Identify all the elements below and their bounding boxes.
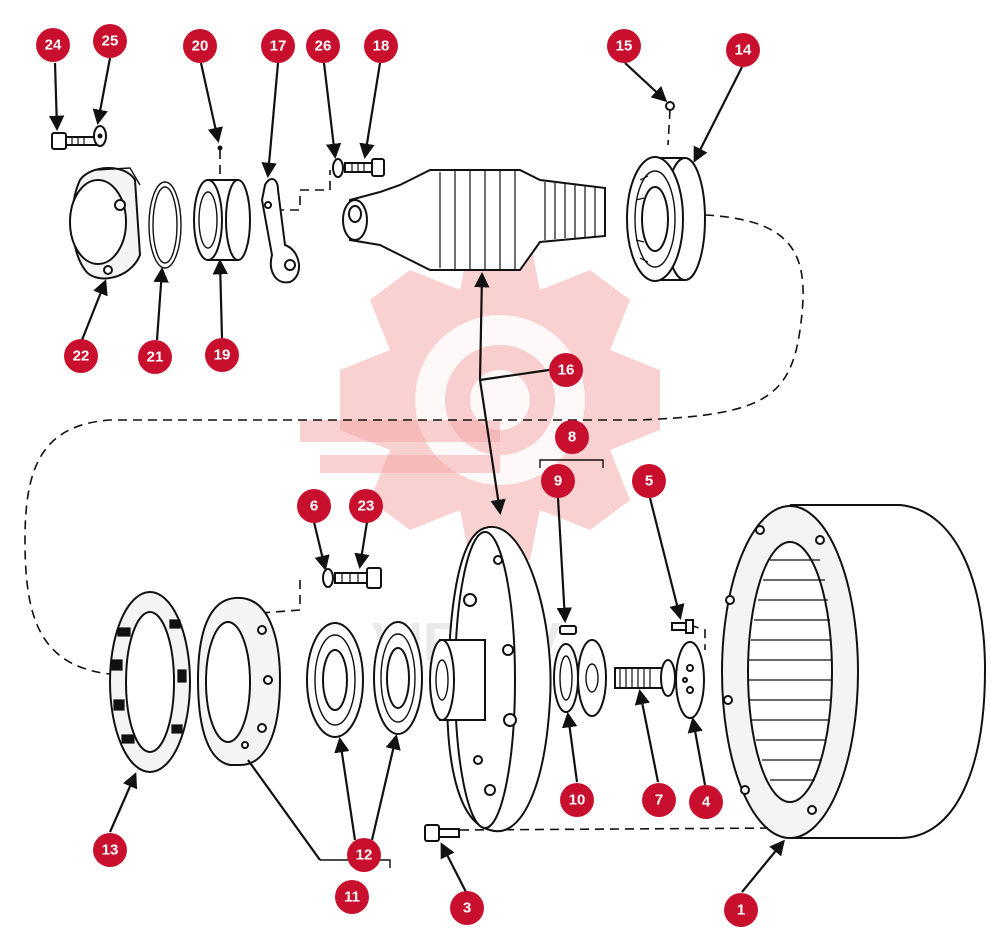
callout-25: 25 [93, 24, 127, 58]
callout-4: 4 [689, 785, 723, 819]
washer-8 [577, 639, 607, 717]
callout-4-label: 4 [702, 794, 711, 811]
threaded-shaft-7 [614, 659, 676, 697]
callout-15-label: 15 [616, 38, 633, 55]
callout-9: 9 [541, 464, 575, 498]
callout-21: 21 [138, 340, 172, 374]
pin-9 [559, 625, 577, 635]
callout-6-label: 6 [310, 498, 318, 515]
callout-22-label: 22 [73, 348, 90, 365]
callout-5: 5 [632, 464, 666, 498]
bearing-14 [626, 156, 706, 282]
callout-16: 16 [549, 353, 583, 387]
lock-plate-17 [260, 178, 300, 284]
bracket-8 [539, 459, 604, 468]
callout-26-label: 26 [315, 38, 332, 55]
callout-6: 6 [297, 489, 331, 523]
bearing-12b [373, 621, 423, 735]
spline-shaft-16 [342, 169, 606, 271]
ring-gear-housing-1 [721, 504, 987, 839]
callout-12: 12 [347, 838, 381, 872]
callout-17-label: 17 [270, 38, 287, 55]
callout-8: 8 [555, 420, 589, 454]
callout-25-label: 25 [102, 33, 119, 50]
bolt-23 [334, 567, 382, 589]
snap-ring-21 [148, 181, 182, 269]
housing-11 [196, 596, 282, 766]
flange-hub-16 [429, 525, 552, 833]
bearing-12a [306, 622, 364, 738]
bolt-24 [51, 132, 97, 150]
callout-9-label: 9 [554, 473, 562, 490]
bolt-18 [344, 158, 385, 177]
dashed-link-bolt-3 [459, 827, 781, 831]
washer-26 [332, 158, 344, 178]
dashed-link-upper-left [219, 150, 331, 211]
callout-17: 17 [261, 29, 295, 63]
dashed-link-bolt-23 [234, 580, 301, 616]
callout-23: 23 [349, 489, 383, 523]
callout-23-label: 23 [358, 498, 375, 515]
callout-5-label: 5 [645, 473, 653, 490]
bracket-11 [320, 859, 391, 868]
callout-3-label: 3 [463, 900, 471, 917]
callout-10-label: 10 [569, 792, 586, 809]
assembly-dashed-path [24, 214, 804, 676]
callout-18-label: 18 [373, 38, 390, 55]
callout-1-label: 1 [737, 902, 745, 919]
callout-14: 14 [726, 33, 760, 67]
callout-3: 3 [450, 891, 484, 925]
callout-1: 1 [724, 893, 758, 927]
callout-13: 13 [93, 833, 127, 867]
callout-21-label: 21 [147, 349, 164, 366]
callout-11: 11 [335, 880, 369, 914]
callout-7: 7 [642, 783, 676, 817]
bolt-3 [424, 824, 460, 842]
callout-12-label: 12 [356, 847, 373, 864]
callout-19-label: 19 [214, 347, 231, 364]
callout-8-label: 8 [568, 429, 576, 446]
callout-19: 19 [205, 338, 239, 372]
callout-10: 10 [560, 783, 594, 817]
screw-5 [671, 619, 694, 634]
callout-13-label: 13 [102, 842, 119, 859]
callout-7-label: 7 [655, 792, 663, 809]
cover-22 [69, 167, 142, 280]
slotted-ring-13 [109, 591, 191, 773]
callout-22: 22 [64, 339, 98, 373]
ball-15 [665, 101, 675, 111]
leader-lines [48, 57, 785, 893]
washer-25 [93, 125, 107, 147]
washer-6 [322, 568, 334, 588]
seal-10 [553, 643, 579, 713]
callout-20: 20 [183, 29, 217, 63]
dashed-link-5 [689, 624, 706, 650]
plate-4 [675, 641, 705, 719]
callout-14-label: 14 [735, 42, 752, 59]
callout-24: 24 [36, 28, 70, 62]
callout-26: 26 [306, 29, 340, 63]
callout-20-label: 20 [192, 38, 209, 55]
callout-16-label: 16 [558, 362, 575, 379]
callout-15: 15 [607, 29, 641, 63]
bearing-19 [193, 145, 251, 261]
callout-18: 18 [364, 29, 398, 63]
callout-11-label: 11 [344, 889, 360, 906]
callout-24-label: 24 [45, 37, 62, 54]
dashed-link-15 [667, 109, 671, 146]
